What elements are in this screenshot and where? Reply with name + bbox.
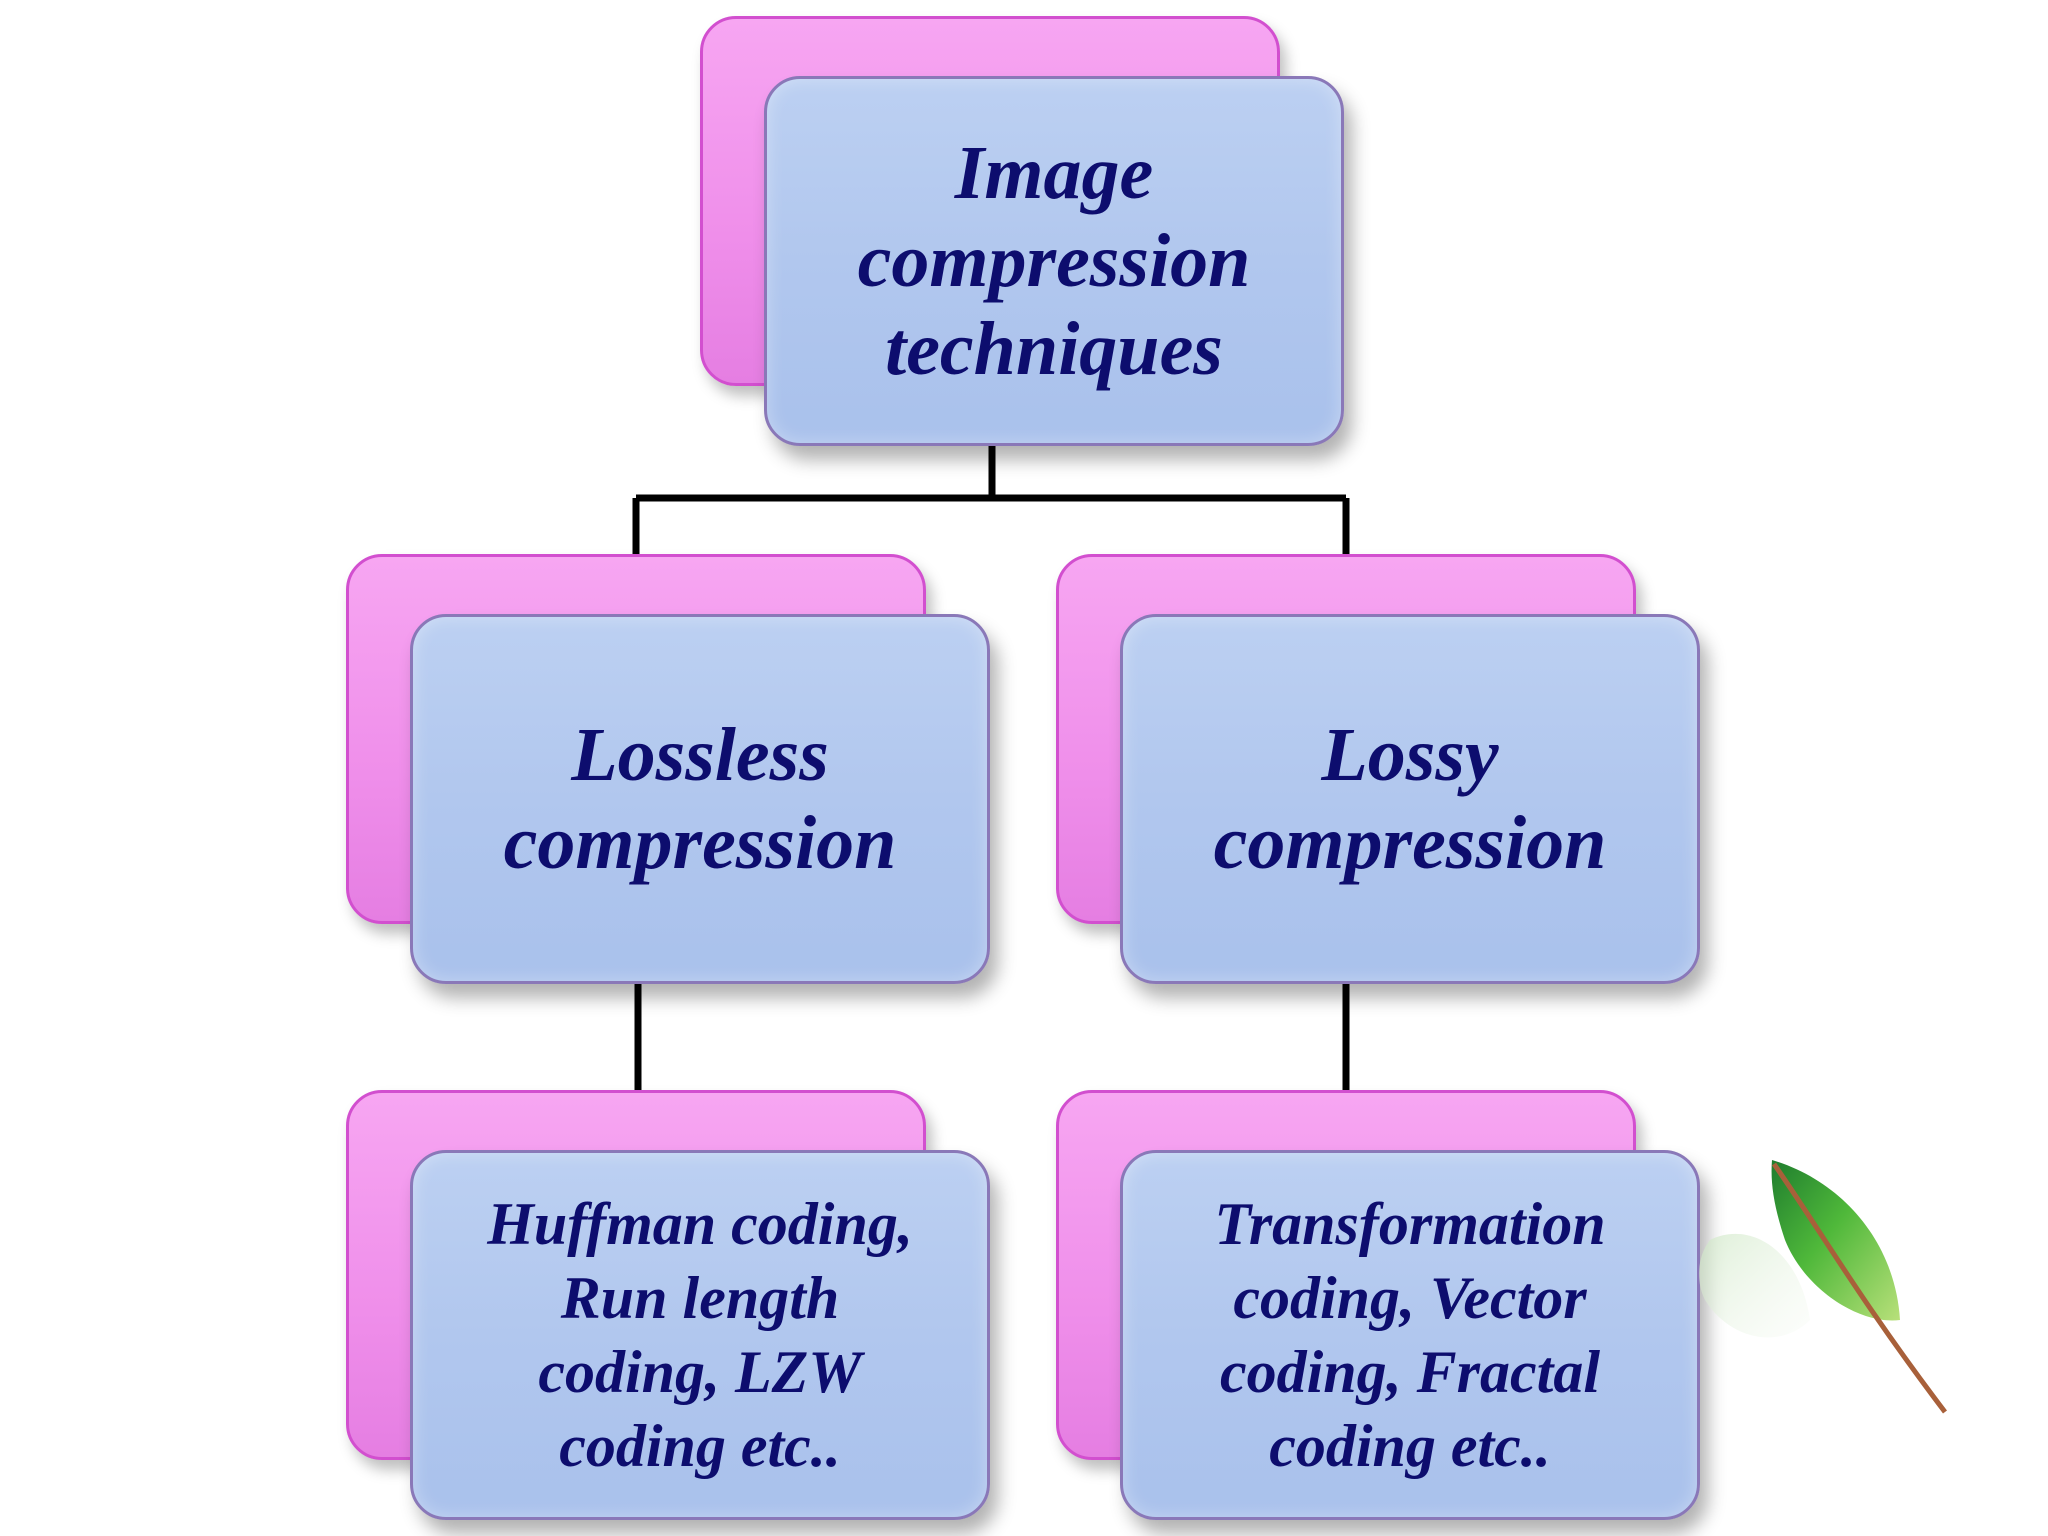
lossy-methods-label: Transformation coding, Vector coding, Fr… xyxy=(1214,1191,1606,1479)
lossy-node-label: Lossy compression xyxy=(1213,713,1607,885)
lossy-methods-box: Transformation coding, Vector coding, Fr… xyxy=(1120,1150,1700,1520)
leaf-shape xyxy=(1771,1160,1900,1321)
lossless-node-box: Lossless compression xyxy=(410,614,990,984)
leaf-shadow-shape xyxy=(1698,1233,1810,1338)
lossy-node-box: Lossy compression xyxy=(1120,614,1700,984)
leaf-decoration-icon xyxy=(1698,1160,1947,1414)
lossless-node-label: Lossless compression xyxy=(503,713,897,885)
root-node-box: Image compression techniques xyxy=(764,76,1344,446)
lossless-methods-label: Huffman coding, Run length coding, LZW c… xyxy=(487,1191,913,1479)
leaf-stem xyxy=(1771,1162,1947,1414)
root-node-label: Image compression techniques xyxy=(857,131,1251,391)
lossless-methods-box: Huffman coding, Run length coding, LZW c… xyxy=(410,1150,990,1520)
